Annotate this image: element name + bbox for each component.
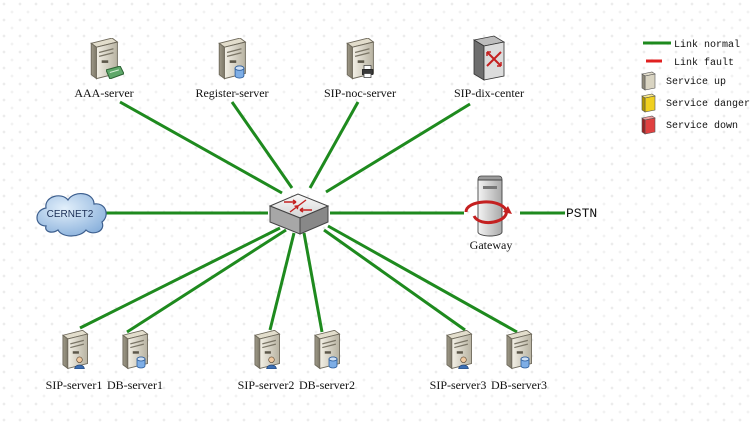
node-sip-server1[interactable]: SIP-server1 <box>46 330 103 392</box>
legend-item-service-danger: Service danger <box>641 93 750 113</box>
pstn-label: PSTN <box>566 206 597 221</box>
legend-item-link-normal: Link normal <box>643 39 740 51</box>
db-server3-label: DB-server3 <box>491 378 547 392</box>
db-server1-label: DB-server1 <box>107 378 163 392</box>
link-sipnoc-switch[interactable] <box>308 101 360 189</box>
link-register-switch[interactable] <box>230 101 294 189</box>
node-cernet2-cloud[interactable]: CERNET2 <box>36 193 107 237</box>
gateway-label: Gateway <box>470 238 513 252</box>
db-server2-label: DB-server2 <box>299 378 355 392</box>
legend-item-link-fault: Link fault <box>646 57 734 69</box>
gateway-icon <box>464 175 512 237</box>
sip-noc-server-label: SIP-noc-server <box>324 86 396 100</box>
node-core-switch[interactable] <box>268 193 330 235</box>
service-up-icon <box>641 71 656 91</box>
link-switch-db3[interactable] <box>327 224 518 334</box>
legend-link-fault-label: Link fault <box>674 57 734 69</box>
node-register-server[interactable]: Register-server <box>195 38 269 100</box>
sip-dix-center-label: SIP-dix-center <box>454 86 524 100</box>
server-icon <box>62 330 89 370</box>
database-icon <box>520 356 530 369</box>
link-aaa-switch[interactable] <box>119 100 283 195</box>
service-down-icon <box>641 115 656 135</box>
node-db-server2[interactable]: DB-server2 <box>299 330 355 392</box>
sip-server1-label: SIP-server1 <box>46 378 103 392</box>
legend-item-service-down: Service down <box>641 115 738 135</box>
legend-service-danger-label: Service danger <box>666 98 750 110</box>
legend: Link normal Link fault Service up Servic… <box>641 39 750 135</box>
node-sip-noc-server[interactable]: SIP-noc-server <box>324 38 396 100</box>
node-sip-server3[interactable]: SIP-server3 <box>430 330 487 392</box>
cloud-icon <box>36 193 107 237</box>
service-danger-icon <box>641 93 656 113</box>
server-icon <box>254 330 281 370</box>
legend-item-service-up: Service up <box>641 71 726 91</box>
node-sip-server2[interactable]: SIP-server2 <box>238 330 295 392</box>
router-box-icon <box>472 35 506 81</box>
cernet2-label: CERNET2 <box>47 209 94 220</box>
sip-server3-label: SIP-server3 <box>430 378 487 392</box>
node-db-server1[interactable]: DB-server1 <box>107 330 163 392</box>
link-switch-sip2[interactable] <box>268 232 296 331</box>
link-switch-sip1[interactable] <box>79 226 281 330</box>
node-gateway[interactable]: Gateway <box>464 175 513 252</box>
database-icon <box>136 356 146 369</box>
node-db-server3[interactable]: DB-server3 <box>491 330 547 392</box>
register-server-label: Register-server <box>195 86 268 100</box>
link-switch-db1[interactable] <box>126 228 287 334</box>
aaa-server-label: AAA-server <box>74 86 133 100</box>
link-sipdix-switch[interactable] <box>325 102 471 194</box>
legend-service-up-label: Service up <box>666 76 726 88</box>
link-switch-db2[interactable] <box>302 232 324 333</box>
sip-server2-label: SIP-server2 <box>238 378 295 392</box>
legend-service-down-label: Service down <box>666 120 738 132</box>
server-icon <box>446 330 473 370</box>
node-aaa-server[interactable]: AAA-server <box>74 38 134 100</box>
links-layer <box>79 100 565 334</box>
link-switch-sip3[interactable] <box>323 228 466 332</box>
database-icon <box>328 356 338 369</box>
switch-icon <box>268 193 330 235</box>
legend-link-normal-label: Link normal <box>674 39 740 51</box>
database-icon <box>234 65 245 79</box>
node-sip-dix-center[interactable]: SIP-dix-center <box>454 35 524 100</box>
